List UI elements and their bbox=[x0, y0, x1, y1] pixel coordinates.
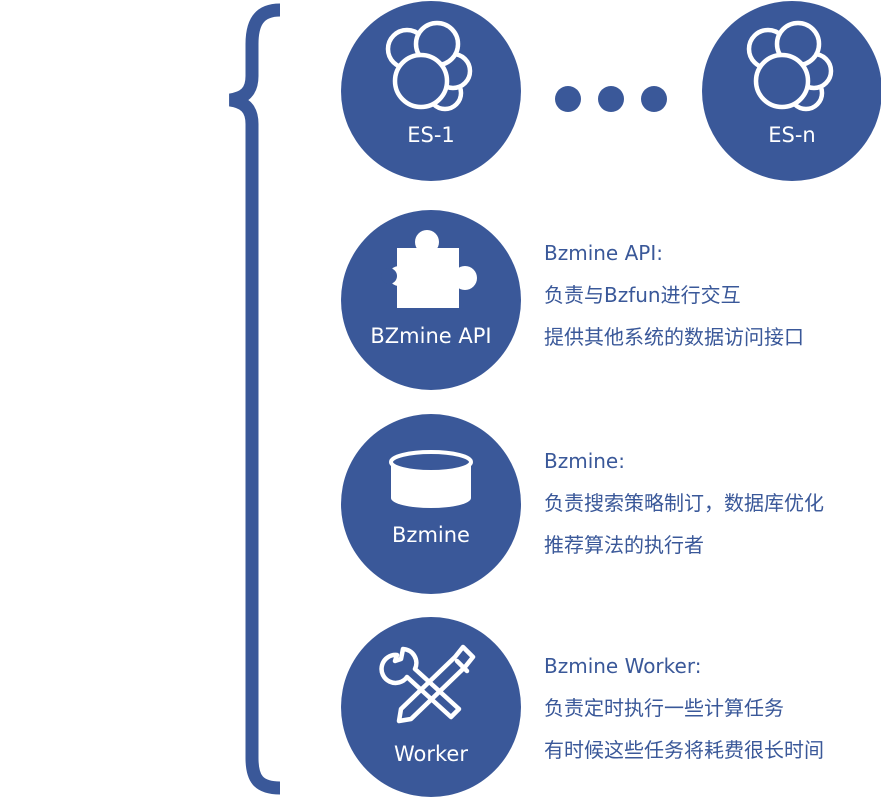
wrench-screwdriver-icon bbox=[379, 644, 476, 724]
database-cylinder-icon bbox=[389, 450, 473, 508]
service-node-bzmine: Bzmine bbox=[341, 414, 521, 594]
description-line: 负责与Bzfun进行交互 bbox=[544, 283, 741, 307]
dot-icon bbox=[641, 86, 667, 112]
description-bzmine-api: Bzmine API: 负责与Bzfun进行交互 提供其他系统的数据访问接口 bbox=[544, 232, 804, 358]
description-line: 负责定时执行一些计算任务 bbox=[544, 696, 784, 720]
service-label: BZmine API bbox=[370, 324, 492, 348]
elasticsearch-cluster-icon bbox=[746, 20, 834, 112]
description-bzmine-worker: Bzmine Worker: 负责定时执行一些计算任务 有时候这些任务将耗费很长… bbox=[544, 645, 824, 771]
cluster-node-es-1: ES-1 bbox=[341, 1, 521, 181]
ellipsis-dots-icon bbox=[555, 86, 667, 112]
service-label: Bzmine bbox=[392, 523, 470, 547]
dot-icon bbox=[598, 86, 624, 112]
description-line: 有时候这些任务将耗费很长时间 bbox=[544, 738, 824, 762]
service-label: Worker bbox=[394, 742, 468, 766]
service-node-worker: Worker bbox=[341, 617, 521, 797]
cluster-node-es-n: ES-n bbox=[702, 1, 881, 181]
description-title: Bzmine: bbox=[544, 449, 625, 473]
service-node-bzmine-api: BZmine API bbox=[341, 210, 521, 390]
description-title: Bzmine Worker: bbox=[544, 654, 702, 678]
elasticsearch-cluster-icon bbox=[385, 20, 473, 112]
description-bzmine: Bzmine: 负责搜索策略制订，数据库优化 推荐算法的执行者 bbox=[544, 440, 824, 566]
cluster-label: ES-1 bbox=[407, 123, 455, 147]
puzzle-piece-icon bbox=[381, 230, 477, 308]
description-title: Bzmine API: bbox=[544, 241, 663, 265]
description-line: 提供其他系统的数据访问接口 bbox=[544, 325, 804, 349]
dot-icon bbox=[555, 86, 581, 112]
cluster-label: ES-n bbox=[768, 123, 816, 147]
description-line: 负责搜索策略制订，数据库优化 bbox=[544, 491, 824, 515]
description-line: 推荐算法的执行者 bbox=[544, 533, 704, 557]
